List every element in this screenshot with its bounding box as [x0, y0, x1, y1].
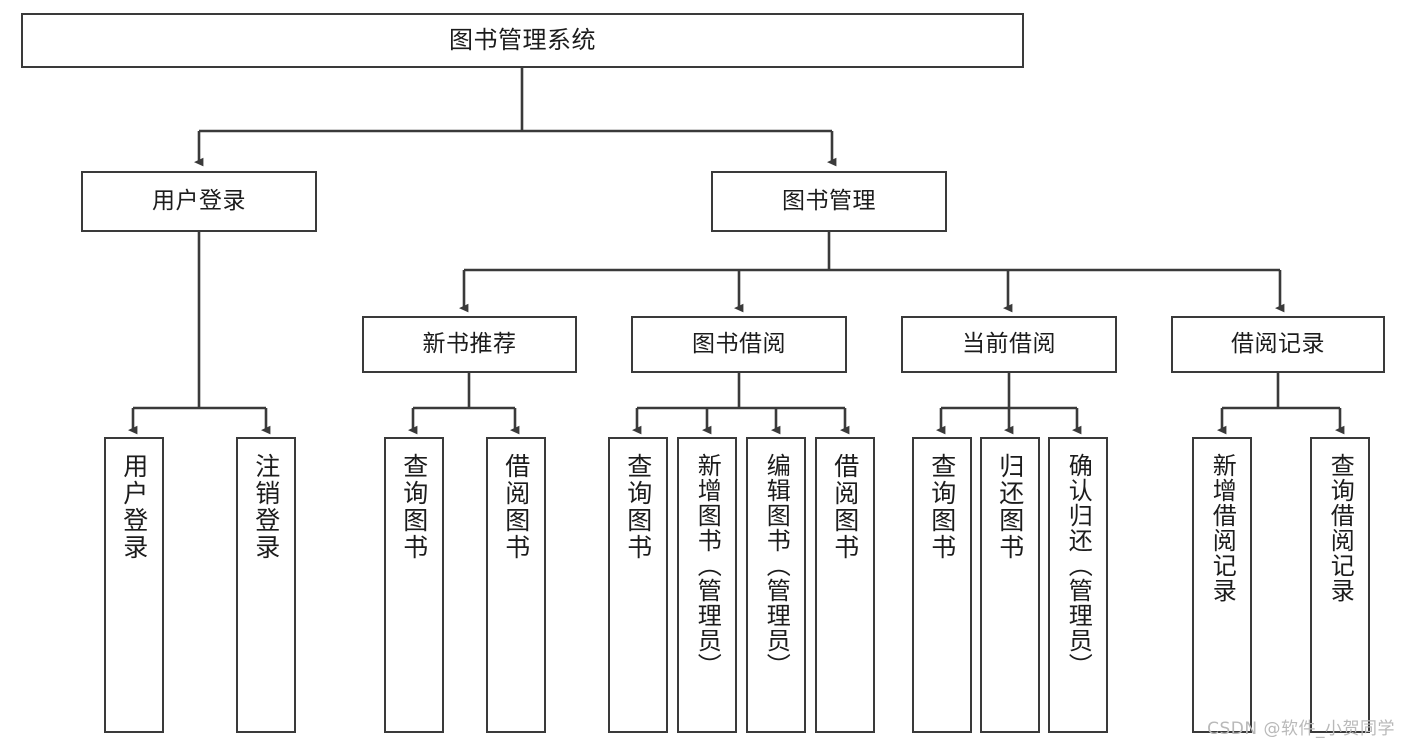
node-label: 查询图书 — [399, 453, 429, 561]
node-label: 借阅图书 — [830, 453, 860, 561]
node-book-management[interactable]: 图书管理 — [711, 171, 947, 232]
node-current-borrow[interactable]: 当前借阅 — [901, 316, 1117, 373]
node-label: 当前借阅 — [962, 330, 1056, 357]
leaf-query-book-recommend[interactable]: 查询图书 — [384, 437, 444, 733]
node-label: 编辑图书（管理员） — [762, 453, 791, 678]
node-new-book-recommend[interactable]: 新书推荐 — [362, 316, 577, 373]
leaf-confirm-return-admin[interactable]: 确认归还（管理员） — [1048, 437, 1108, 733]
node-label: 查询图书 — [927, 453, 957, 561]
node-label: 借阅记录 — [1231, 330, 1325, 357]
leaf-add-book-admin[interactable]: 新增图书（管理员） — [677, 437, 737, 733]
node-label: 图书管理系统 — [449, 26, 596, 55]
node-label: 用户登录 — [119, 453, 149, 561]
leaf-query-borrow-record[interactable]: 查询借阅记录 — [1310, 437, 1370, 733]
node-label: 借阅图书 — [501, 453, 531, 561]
node-label: 查询借阅记录 — [1326, 453, 1355, 603]
node-label: 新增借阅记录 — [1208, 453, 1237, 603]
node-label: 图书管理 — [782, 187, 876, 214]
leaf-user-login[interactable]: 用户登录 — [104, 437, 164, 733]
node-label: 确认归还（管理员） — [1064, 453, 1093, 678]
node-book-borrow[interactable]: 图书借阅 — [631, 316, 847, 373]
leaf-add-borrow-record[interactable]: 新增借阅记录 — [1192, 437, 1252, 733]
node-label: 用户登录 — [152, 187, 246, 214]
node-label: 查询图书 — [623, 453, 653, 561]
node-label: 归还图书 — [995, 453, 1025, 561]
leaf-return-book[interactable]: 归还图书 — [980, 437, 1040, 733]
node-label: 新书推荐 — [422, 330, 517, 357]
leaf-user-logout[interactable]: 注销登录 — [236, 437, 296, 733]
leaf-borrow-book-recommend[interactable]: 借阅图书 — [486, 437, 546, 733]
node-label: 注销登录 — [251, 453, 281, 561]
node-borrow-records[interactable]: 借阅记录 — [1171, 316, 1385, 373]
leaf-query-book-current[interactable]: 查询图书 — [912, 437, 972, 733]
node-user-login[interactable]: 用户登录 — [81, 171, 317, 232]
leaf-query-book-borrow[interactable]: 查询图书 — [608, 437, 668, 733]
node-label: 图书借阅 — [692, 330, 786, 357]
leaf-borrow-book[interactable]: 借阅图书 — [815, 437, 875, 733]
node-root-system[interactable]: 图书管理系统 — [21, 13, 1024, 68]
csdn-watermark: CSDN @软件_小贺同学 — [1207, 719, 1395, 739]
node-label: 新增图书（管理员） — [693, 453, 722, 678]
leaf-edit-book-admin[interactable]: 编辑图书（管理员） — [746, 437, 806, 733]
